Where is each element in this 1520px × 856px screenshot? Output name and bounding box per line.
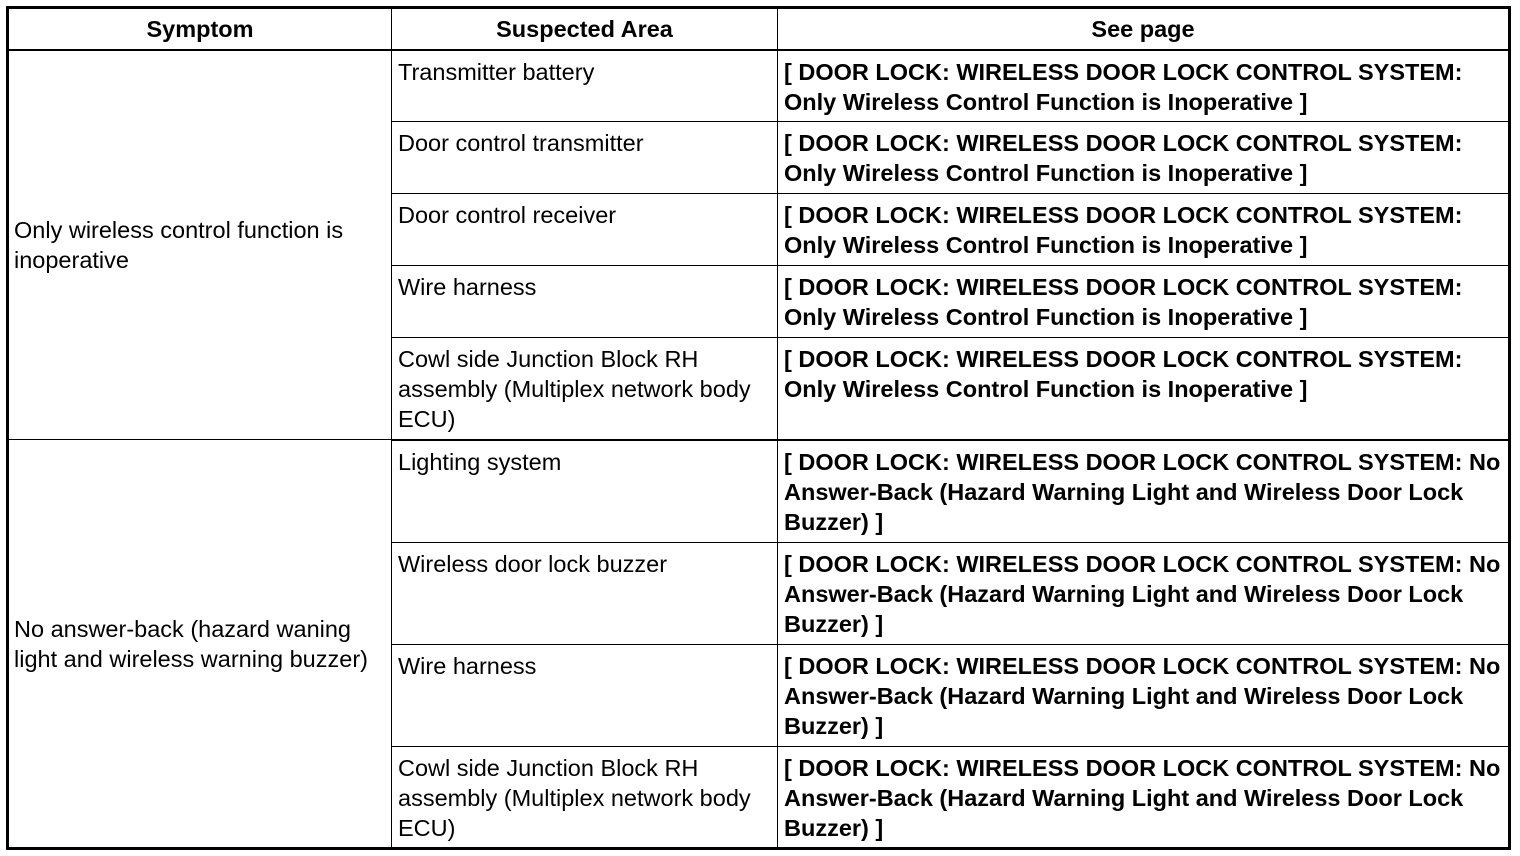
suspected-area-cell: Transmitter battery bbox=[391, 49, 778, 122]
table-row: Door control receiver [ DOOR LOCK: WIREL… bbox=[8, 193, 1510, 266]
suspected-area-cell: Lighting system bbox=[391, 439, 778, 543]
header-see-page: See page bbox=[777, 7, 1510, 51]
see-page-link[interactable]: [ DOOR LOCK: WIRELESS DOOR LOCK CONTROL … bbox=[777, 644, 1510, 747]
suspected-area-cell: Door control transmitter bbox=[391, 121, 778, 194]
symptom-cell: Only wireless control function is inoper… bbox=[7, 49, 392, 440]
suspected-area-cell: Cowl side Junction Block RH assembly (Mu… bbox=[391, 746, 778, 849]
suspected-area-cell: Wireless door lock buzzer bbox=[391, 542, 778, 645]
table-row: No answer-back (hazard waning light and … bbox=[7, 439, 1510, 849]
suspected-area-cell: Door control receiver bbox=[391, 193, 778, 266]
symptom-cell: No answer-back (hazard waning light and … bbox=[7, 439, 392, 849]
see-page-link[interactable]: [ DOOR LOCK: WIRELESS DOOR LOCK CONTROL … bbox=[777, 746, 1510, 849]
header-suspected-area: Suspected Area bbox=[391, 7, 778, 51]
see-page-link[interactable]: [ DOOR LOCK: WIRELESS DOOR LOCK CONTROL … bbox=[777, 337, 1510, 441]
see-page-link[interactable]: [ DOOR LOCK: WIRELESS DOOR LOCK CONTROL … bbox=[777, 193, 1510, 266]
see-page-link[interactable]: [ DOOR LOCK: WIRELESS DOOR LOCK CONTROL … bbox=[777, 439, 1510, 543]
troubleshooting-table: Symptom Suspected Area See page Only wir… bbox=[6, 6, 1511, 850]
suspected-area-cell: Cowl side Junction Block RH assembly (Mu… bbox=[391, 337, 778, 441]
suspected-area-cell: Wire harness bbox=[391, 644, 778, 747]
suspected-area-cell: Wire harness bbox=[391, 265, 778, 338]
table-row: Wireless door lock buzzer [ DOOR LOCK: W… bbox=[8, 542, 1510, 645]
table-row: Wire harness [ DOOR LOCK: WIRELESS DOOR … bbox=[8, 265, 1510, 338]
see-page-link[interactable]: [ DOOR LOCK: WIRELESS DOOR LOCK CONTROL … bbox=[777, 265, 1510, 338]
table-row: Wire harness [ DOOR LOCK: WIRELESS DOOR … bbox=[8, 644, 1510, 747]
see-page-link[interactable]: [ DOOR LOCK: WIRELESS DOOR LOCK CONTROL … bbox=[777, 542, 1510, 645]
table-row: Cowl side Junction Block RH assembly (Mu… bbox=[8, 337, 1510, 441]
header-symptom: Symptom bbox=[7, 7, 392, 51]
table-header-row: Symptom Suspected Area See page bbox=[7, 7, 1510, 51]
table-row: Only wireless control function is inoper… bbox=[7, 49, 1510, 440]
see-page-link[interactable]: [ DOOR LOCK: WIRELESS DOOR LOCK CONTROL … bbox=[777, 121, 1510, 194]
table-row: Cowl side Junction Block RH assembly (Mu… bbox=[8, 746, 1510, 849]
see-page-link[interactable]: [ DOOR LOCK: WIRELESS DOOR LOCK CONTROL … bbox=[777, 49, 1510, 122]
table-row: Door control transmitter [ DOOR LOCK: WI… bbox=[8, 121, 1510, 194]
